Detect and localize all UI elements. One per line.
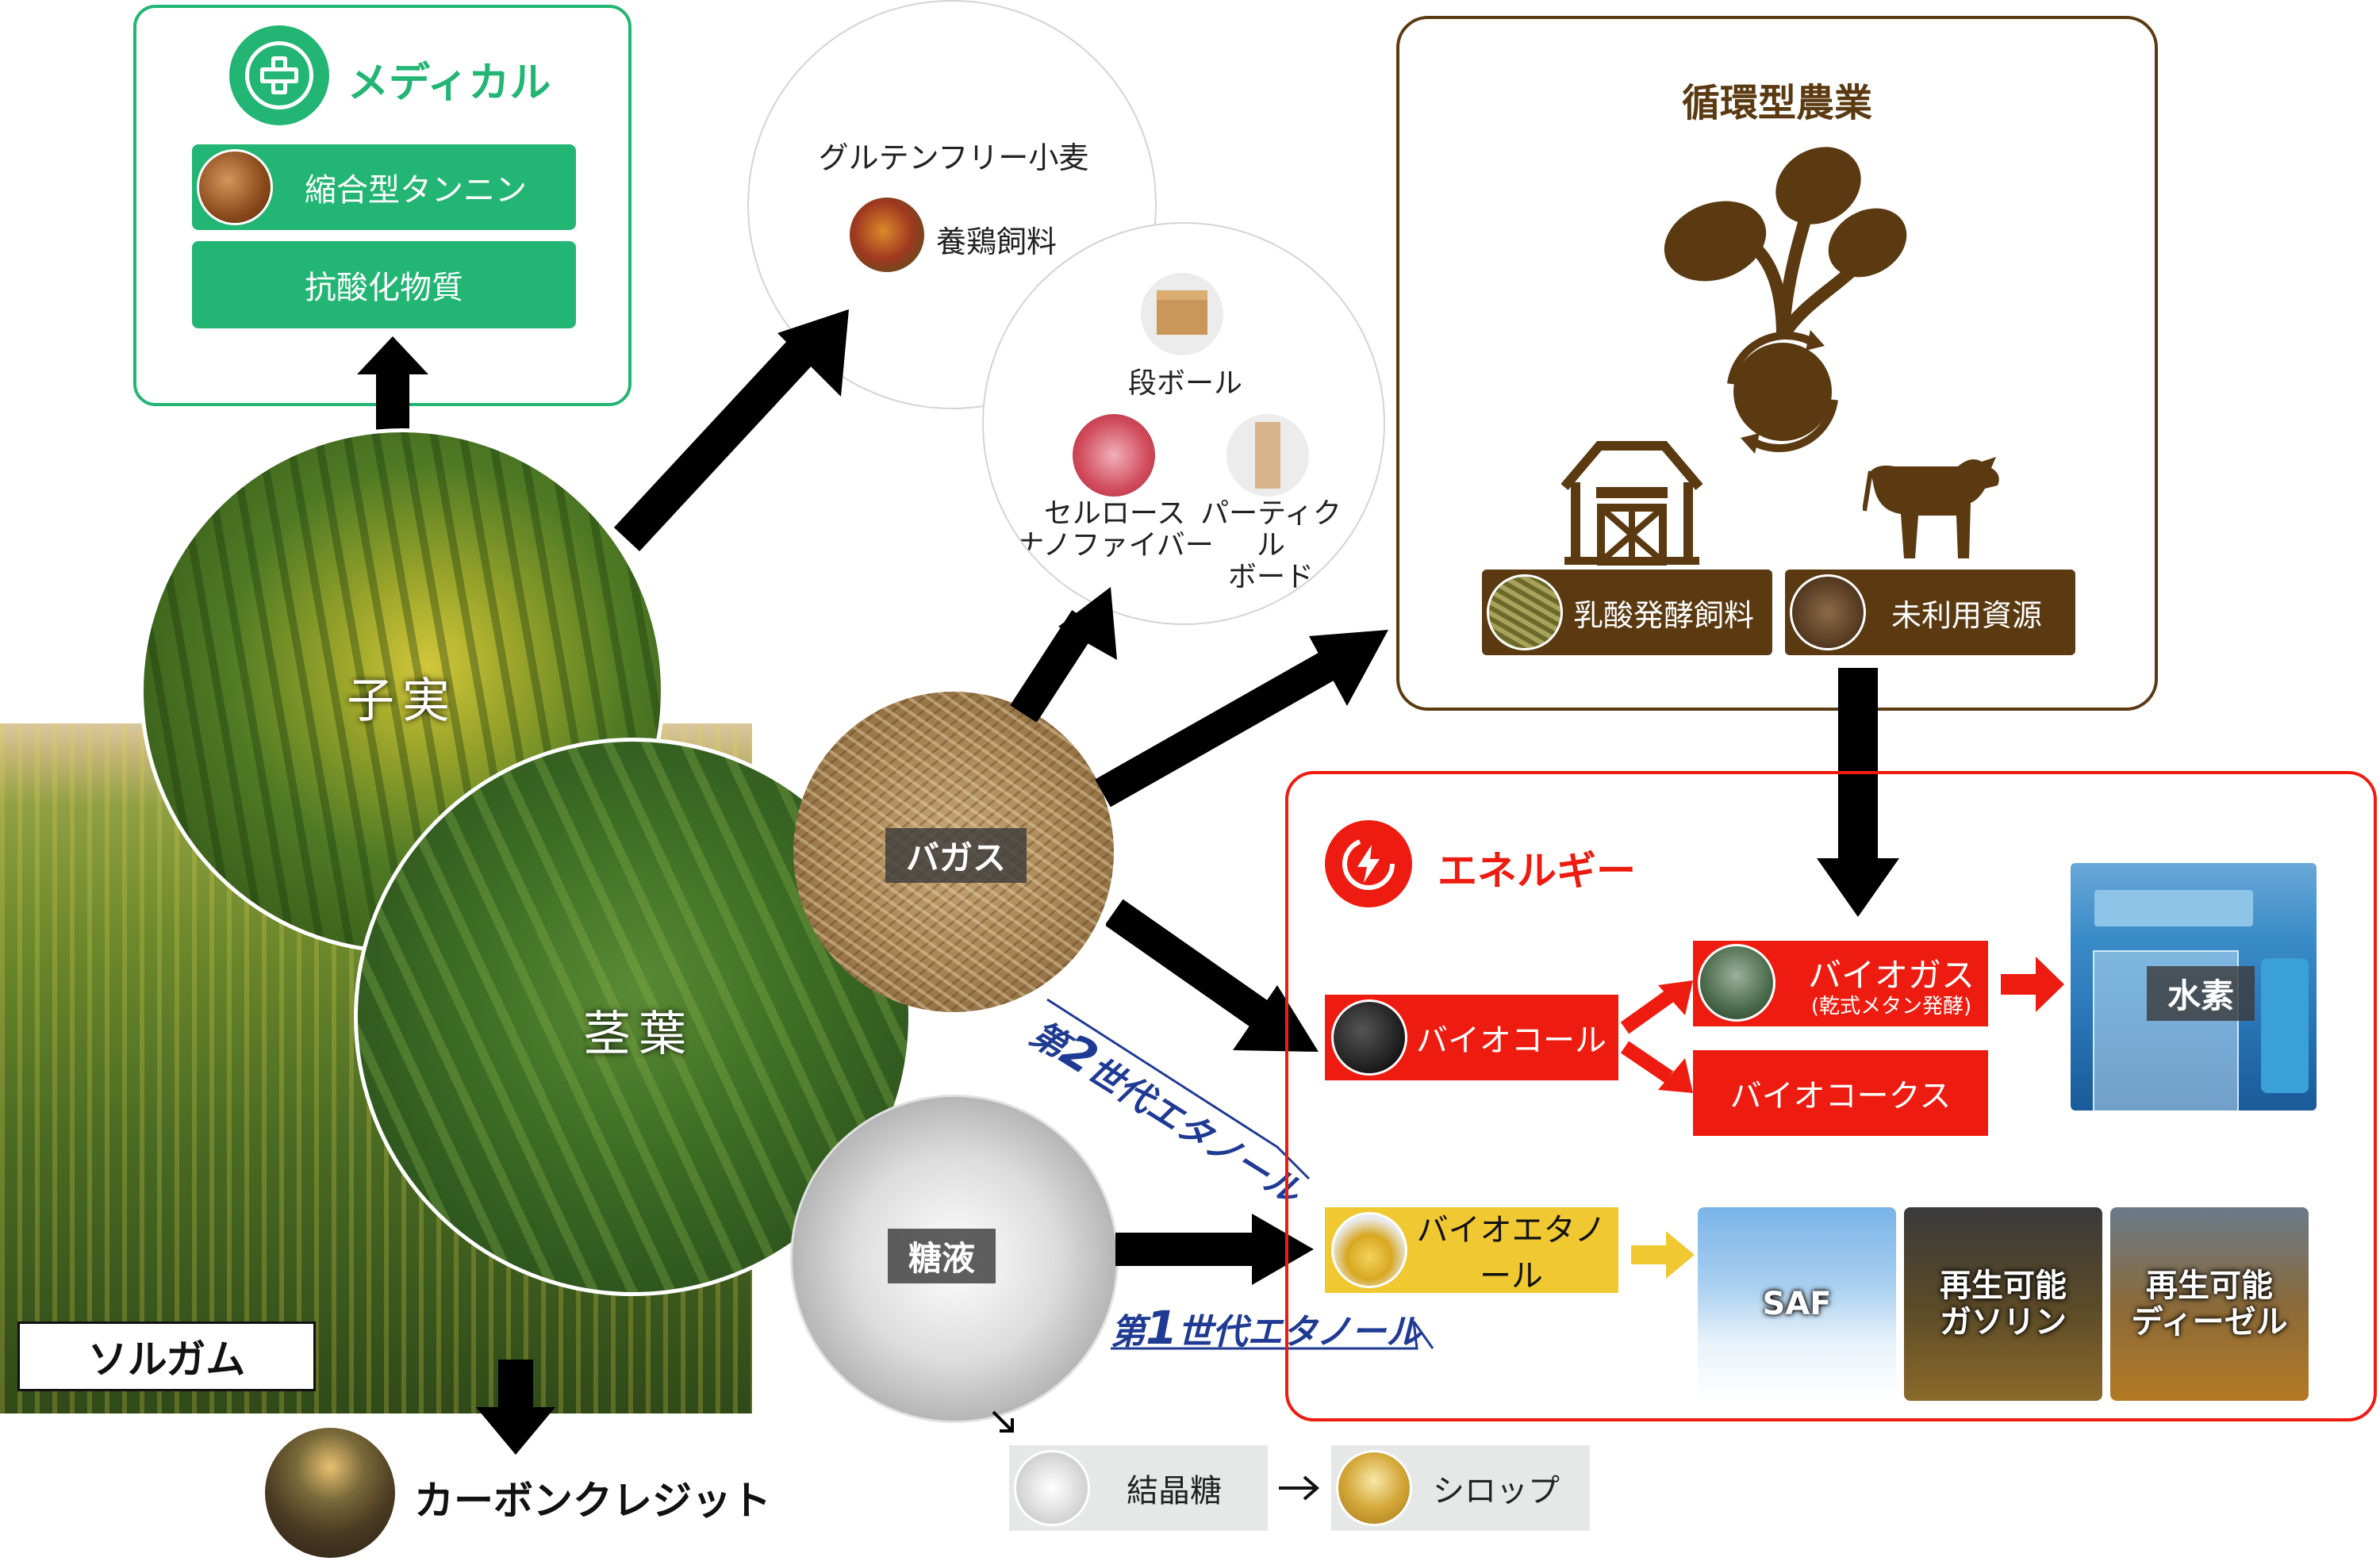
material-products-circle: 段ボール セルロース ナノファイバー パーティクル ボード (982, 222, 1385, 625)
arrow-stem-to-carbon-credit (476, 1360, 555, 1455)
crystal-sugar-thumbnail (1014, 1450, 1090, 1526)
cellulose-nanofiber-icon (1073, 414, 1155, 497)
bagasse-circle: バガス (793, 692, 1114, 1012)
poultry-feed-label: 養鶏飼料 (936, 224, 1058, 259)
gen1-ethanol-label: 第1世代エタノール (1111, 1301, 1422, 1355)
renewable-diesel-card: 再生可能 ディーゼル (2110, 1207, 2309, 1401)
sprout-cycle-icon (1664, 147, 1907, 454)
biocoal-thumbnail (1331, 999, 1407, 1076)
hydrogen-label: 水素 (2147, 966, 2255, 1021)
gen1-underline (1111, 1321, 1434, 1350)
unused-resources-thumbnail (1790, 574, 1866, 650)
energy-bolt-icon (1342, 838, 1395, 890)
medical-cross-icon (229, 25, 329, 125)
sorghum-name-label: ソルガム (17, 1321, 316, 1391)
cow-icon (1863, 457, 1999, 558)
gluten-free-wheat-label: グルテンフリー小麦 (818, 140, 1089, 175)
arrow-biocoal-to-biocoke (1620, 1041, 1693, 1093)
arrow-biocoal-to-biogas (1620, 980, 1693, 1034)
syrup-thumbnail (1336, 1450, 1412, 1526)
seed-label: 子実 (347, 673, 458, 729)
energy-panel: エネルギー バイオコール バイオガス (乾式メタン発酵) バイオコークス 水素 … (1285, 771, 2377, 1421)
bagasse-label: バガス (885, 828, 1027, 883)
gen2-underline (1046, 998, 1311, 1180)
lactic-feed-thumbnail (1487, 574, 1563, 650)
arrow-bagasse-to-farming (1095, 630, 1388, 807)
tannin-thumbnail (197, 149, 273, 225)
arrow-seed-to-grain (613, 309, 849, 551)
arrow-seed-to-medical (357, 336, 428, 435)
energy-icon (1325, 820, 1412, 907)
cardboard-icon (1141, 273, 1223, 355)
medical-title: メディカル (347, 59, 551, 107)
stem-leaf-label: 茎葉 (583, 1007, 694, 1062)
arrow-farming-to-energy (1817, 668, 1899, 917)
arrow-sugar-to-crystal (992, 1410, 1014, 1433)
arrow-bagasse-to-biocoal (1106, 899, 1319, 1052)
medical-item-antioxidant: 抗酸化物質 (192, 241, 576, 328)
bioethanol-flask-thumbnail (1331, 1212, 1407, 1288)
biocoke-item: バイオコークス (1693, 1050, 1988, 1136)
cardboard-label: 段ボール (1127, 367, 1242, 400)
particle-board-icon (1226, 414, 1309, 497)
medical-panel: メディカル 縮合型タンニン 抗酸化物質 (133, 5, 631, 406)
sugar-liquid-circle: 糖液 (790, 1095, 1119, 1423)
arrow-crystal-to-syrup (1279, 1475, 1320, 1501)
arrow-sugar-to-bioethanol (1115, 1214, 1314, 1285)
circular-farming-title: 循環型農業 (1681, 81, 1872, 125)
sugar-liquid-label: 糖液 (888, 1229, 996, 1283)
poultry-feed-thumbnail (847, 195, 927, 274)
cellulose-nanofiber-label: セルロース ナノファイバー (1015, 497, 1214, 562)
barn-icon (1560, 441, 1703, 566)
arrow-bagasse-to-materials (1010, 587, 1117, 722)
circular-farming-panel: 循環型農業 乳酸発酵飼料 未利用資源 (1396, 16, 2158, 711)
arrow-bioethanol-to-fuels (1631, 1231, 1695, 1279)
particle-board-label: パーティクル ボード (1200, 497, 1342, 593)
carbon-credit-thumbnail (265, 1428, 395, 1558)
hydrogen-photo: 水素 (2071, 863, 2317, 1110)
energy-title: エネルギー (1438, 848, 1636, 894)
carbon-credit-label: カーボンクレジット (414, 1478, 771, 1524)
saf-card: SAF (1698, 1207, 1896, 1401)
renewable-gasoline-card: 再生可能 ガソリン (1904, 1207, 2102, 1401)
arrow-biogas-to-hydrogen (2001, 957, 2064, 1012)
biogas-thumbnail (1698, 944, 1775, 1022)
